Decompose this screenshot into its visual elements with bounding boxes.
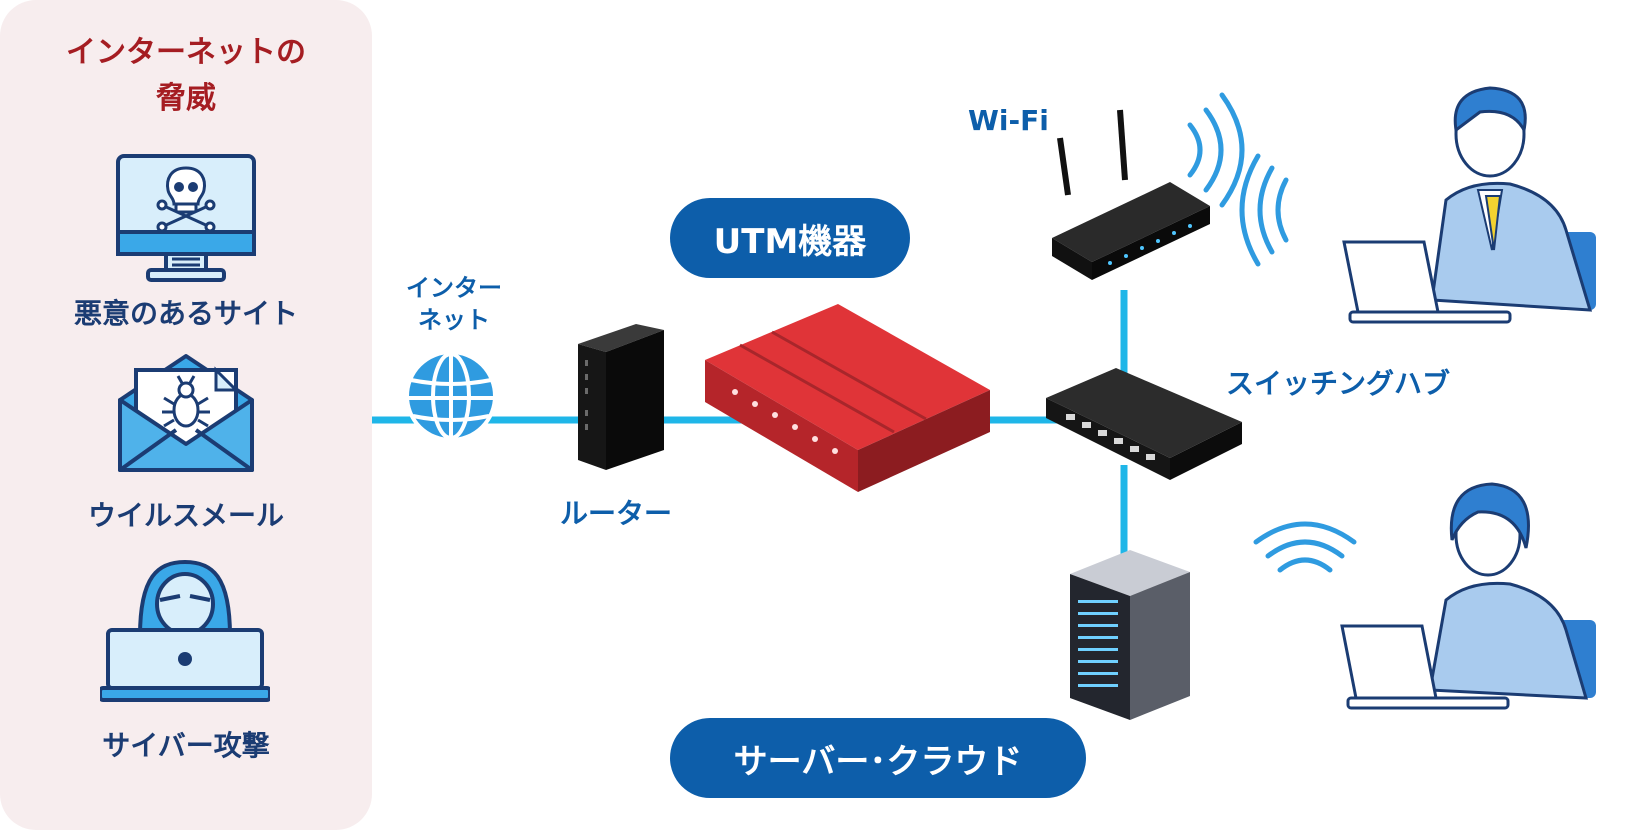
man-laptop-illustration bbox=[1342, 86, 1596, 324]
wifi-label: Wi-Fi bbox=[968, 104, 1049, 137]
server-cloud-label: サーバー･クラウド bbox=[670, 718, 1086, 798]
threat-label-virus-mail: ウイルスメール bbox=[87, 499, 284, 532]
threat-label-cyber-attack: サイバー攻撃 bbox=[102, 729, 270, 762]
internet-globe-icon bbox=[405, 350, 497, 442]
utm-label: UTM機器 bbox=[670, 198, 910, 278]
switching-hub-label: スイッチングハブ bbox=[1226, 367, 1451, 400]
bug-mail-icon bbox=[118, 354, 254, 472]
wifi-router-device bbox=[1052, 109, 1210, 280]
skull-monitor-icon bbox=[116, 154, 256, 282]
utm-device bbox=[705, 304, 990, 492]
switching-hub-device bbox=[1046, 368, 1242, 480]
threat-label-malicious-site: 悪意のあるサイト bbox=[73, 297, 298, 330]
router-label: ルーター bbox=[560, 497, 673, 530]
threat-title: インターネットの 脅威 bbox=[0, 30, 372, 122]
wifi-waves-icon bbox=[1187, 92, 1357, 573]
router-device bbox=[578, 324, 664, 470]
server-rack-device bbox=[1070, 550, 1190, 720]
woman-laptop-illustration bbox=[1340, 482, 1596, 710]
threat-title-line1: インターネットの bbox=[66, 35, 306, 70]
internet-label: インター ネット bbox=[394, 272, 514, 336]
threat-title-line2: 脅威 bbox=[156, 81, 216, 116]
hacker-laptop-icon bbox=[100, 559, 270, 702]
threat-panel: インターネットの 脅威 悪意のあるサイト bbox=[0, 0, 372, 830]
internet-label-line1: インター bbox=[406, 274, 502, 302]
internet-label-line2: ネット bbox=[418, 306, 490, 334]
